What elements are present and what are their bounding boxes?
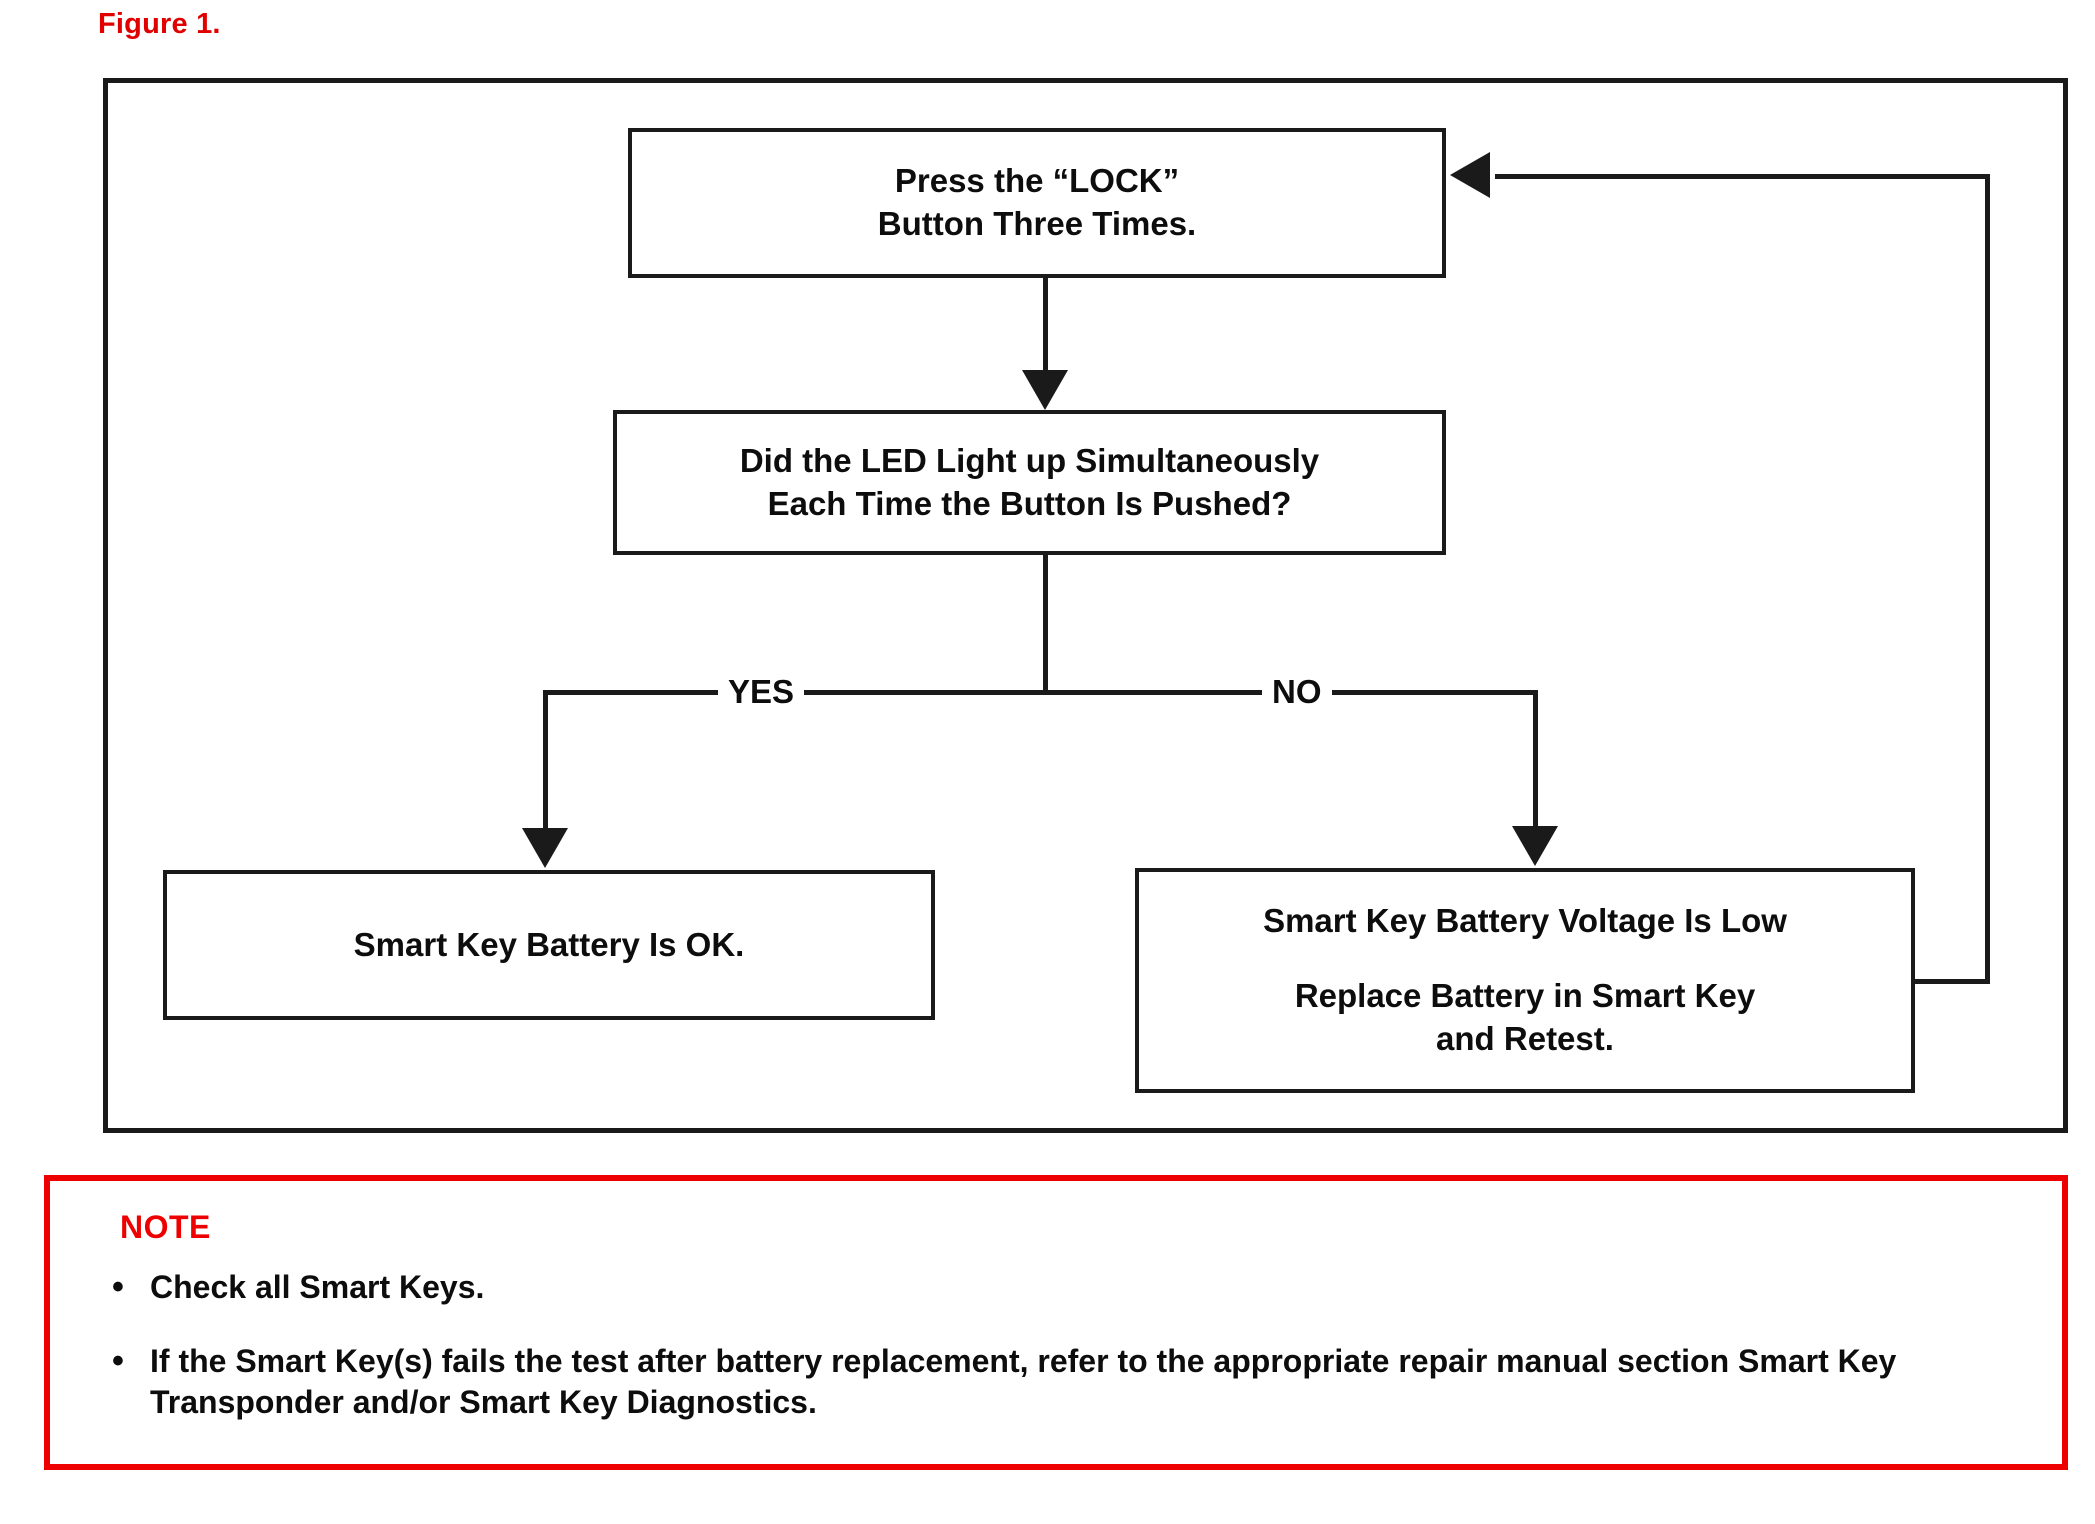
connector-return-vertical	[1985, 174, 1990, 984]
flow-node-battery-ok: Smart Key Battery Is OK.	[163, 870, 935, 1020]
connector-no-drop	[1533, 690, 1538, 828]
flow-node-battery-ok-line1: Smart Key Battery Is OK.	[353, 925, 745, 963]
arrowhead-down-icon-to-question	[1022, 370, 1068, 410]
arrowhead-down-icon-yes	[522, 828, 568, 868]
note-title: NOTE	[120, 1209, 211, 1245]
note-callout: NOTE • Check all Smart Keys. • If the Sm…	[44, 1175, 2068, 1470]
note-list-item-text: Check all Smart Keys.	[150, 1269, 485, 1305]
flow-node-led-question-line2: Each Time the Button Is Pushed?	[767, 484, 1292, 522]
connector-return-top	[1495, 174, 1988, 179]
connector-yes-drop	[543, 690, 548, 830]
flow-node-led-question-line1: Did the LED Light up Simultaneously	[739, 441, 1320, 479]
arrowhead-left-icon-return	[1450, 152, 1490, 198]
note-list-item: • Check all Smart Keys.	[112, 1267, 2012, 1308]
note-list-item-text: If the Smart Key(s) fails the test after…	[150, 1343, 1897, 1420]
figure-caption: Figure 1.	[98, 8, 221, 40]
flow-node-battery-low-line1: Smart Key Battery Voltage Is Low	[1263, 902, 1787, 940]
connector-branch-horizontal	[543, 690, 1538, 695]
connector-return-bottom	[1913, 979, 1990, 984]
connector-question-stem	[1043, 555, 1048, 695]
branch-label-yes: YES	[718, 675, 805, 708]
note-list-item: • If the Smart Key(s) fails the test aft…	[112, 1341, 2032, 1423]
flow-node-battery-low: Smart Key Battery Voltage Is Low Replace…	[1135, 868, 1915, 1093]
bullet-icon: •	[112, 1342, 124, 1380]
flow-node-led-question: Did the LED Light up Simultaneously Each…	[613, 410, 1446, 555]
flow-node-battery-low-line3: and Retest.	[1436, 1019, 1614, 1057]
branch-label-no: NO	[1262, 675, 1332, 708]
arrowhead-down-icon-no	[1512, 826, 1558, 866]
bullet-icon: •	[112, 1268, 124, 1306]
flow-node-press-lock-line1: Press the “LOCK”	[894, 162, 1180, 200]
connector-lock-to-question	[1043, 278, 1048, 373]
flow-node-press-lock: Press the “LOCK” Button Three Times.	[628, 128, 1446, 278]
flow-node-press-lock-line2: Button Three Times.	[877, 205, 1197, 242]
flow-node-battery-low-line2: Replace Battery in Smart Key	[1294, 977, 1756, 1015]
